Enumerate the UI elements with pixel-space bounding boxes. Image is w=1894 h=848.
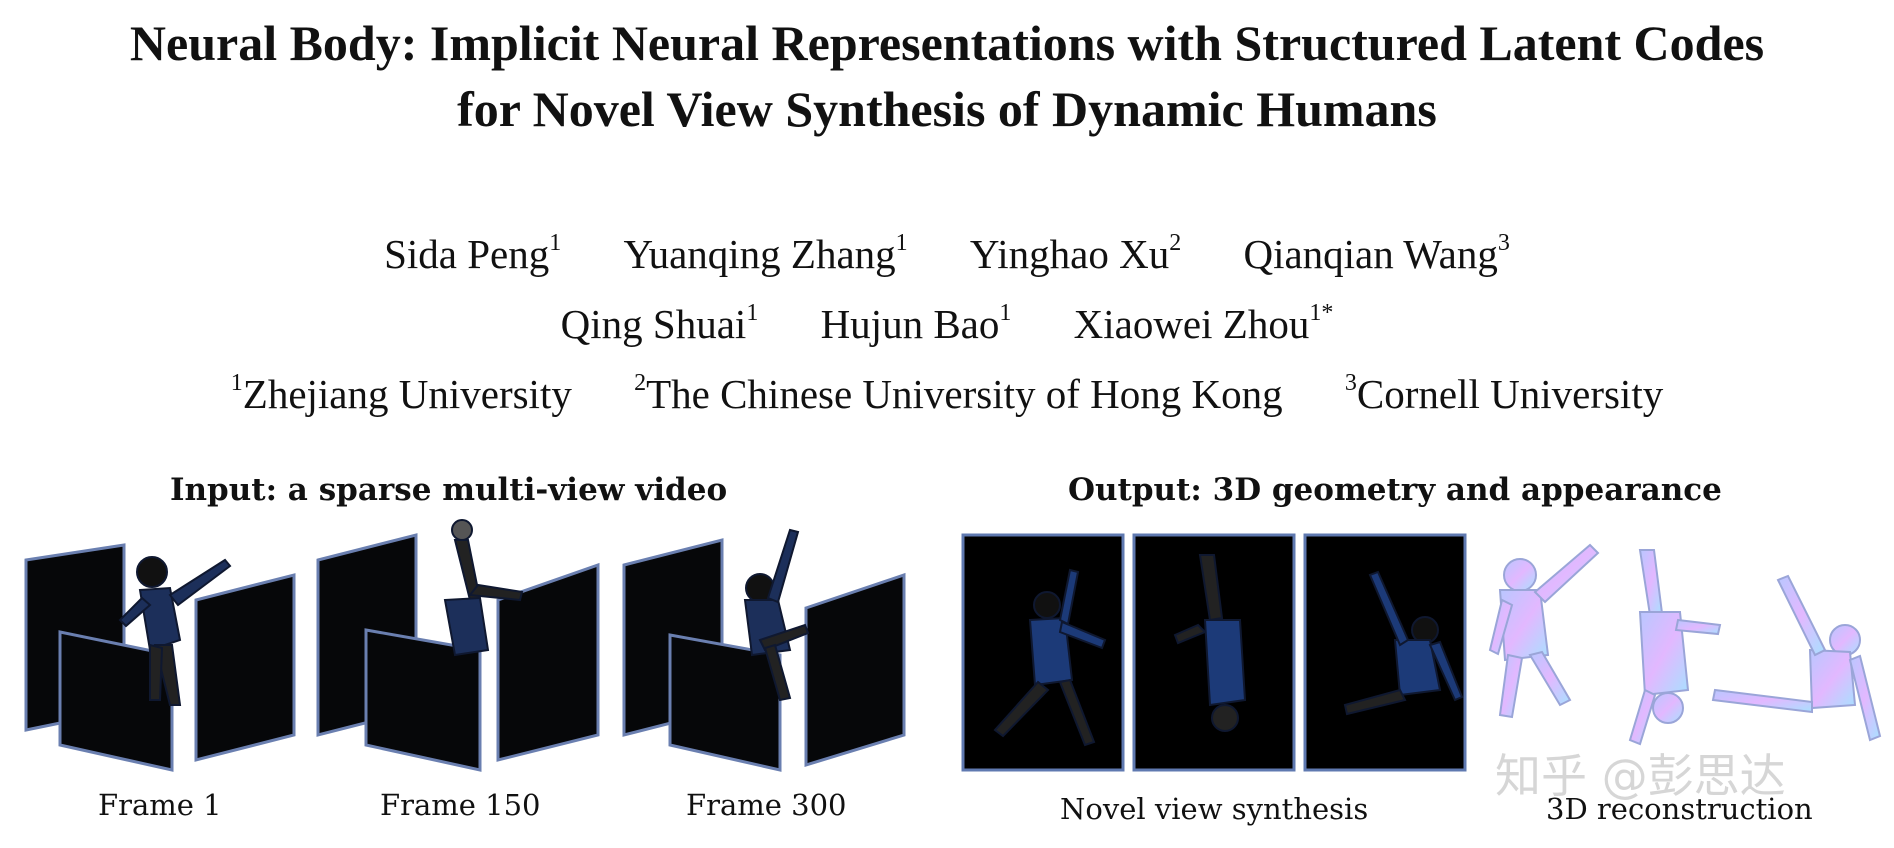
frame-caption-300: Frame 300 <box>686 788 847 822</box>
author: Yinghao Xu2 <box>969 230 1182 277</box>
novel-view-caption: Novel view synthesis <box>1060 792 1369 826</box>
author-row-2: Qing Shuai1 Hujun Bao1 Xiaowei Zhou1* <box>0 300 1894 348</box>
person-figure <box>1343 570 1464 716</box>
title-line-2: for Novel View Synthesis of Dynamic Huma… <box>457 81 1437 137</box>
author: Xiaowei Zhou1* <box>1073 300 1334 347</box>
title-line-1: Neural Body: Implicit Neural Representat… <box>129 15 1765 71</box>
frame-group-3 <box>622 528 906 772</box>
affiliation: 3Cornell University <box>1344 370 1664 417</box>
mesh-figure <box>1628 549 1722 746</box>
author: Sida Peng1 <box>384 230 562 277</box>
author-row-1: Sida Peng1 Yuanqing Zhang1 Yinghao Xu2 Q… <box>0 230 1894 278</box>
mesh-figure <box>1711 574 1882 742</box>
person-figure <box>118 556 232 706</box>
frame-caption-1: Frame 1 <box>98 788 222 822</box>
reconstruction-caption: 3D reconstruction <box>1546 792 1813 826</box>
person-figure <box>743 528 810 702</box>
mesh-figures <box>1488 543 1882 746</box>
affiliation: 1Zhejiang University <box>230 370 572 417</box>
person-figure <box>993 568 1107 747</box>
frame-group-1 <box>24 543 296 772</box>
frame-group-2 <box>316 519 600 772</box>
author: Qianqian Wang3 <box>1243 230 1510 277</box>
author: Yuanqing Zhang1 <box>623 230 908 277</box>
novel-view-panels <box>961 533 1467 772</box>
input-heading: Input: a sparse multi-view video <box>170 472 728 508</box>
author: Qing Shuai1 <box>560 300 759 347</box>
output-heading: Output: 3D geometry and appearance <box>1068 472 1722 508</box>
author: Hujun Bao1 <box>820 300 1012 347</box>
mesh-figure <box>1488 543 1600 719</box>
affiliation-row: 1Zhejiang University 2The Chinese Univer… <box>0 370 1894 418</box>
person-figure <box>443 519 524 657</box>
paper-title: Neural Body: Implicit Neural Representat… <box>0 10 1894 142</box>
frame-caption-150: Frame 150 <box>380 788 541 822</box>
watermark: 知乎 @彭思达 <box>1495 749 1786 803</box>
person-figure <box>1173 554 1247 732</box>
affiliation: 2The Chinese University of Hong Kong <box>634 370 1283 417</box>
